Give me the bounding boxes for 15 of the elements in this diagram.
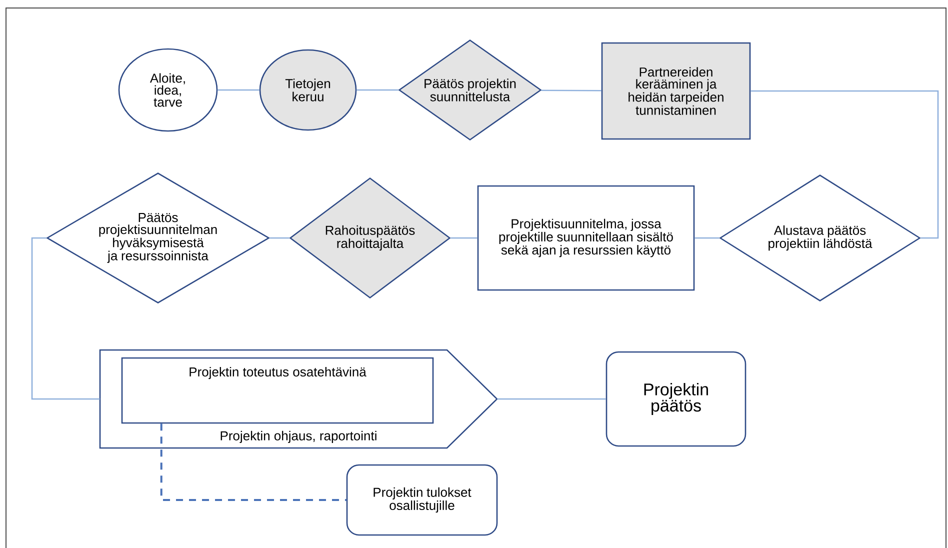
process-box: Partnereiden kerääminen ja heidän tarpeiden tunnistaminen [601, 42, 751, 140]
connector-line [31, 237, 100, 400]
process-box: Projektisuunnitelma, jossa projektille suunnitellaan sisältö sekä ajan ja resurssien käyttö [477, 185, 695, 291]
connector-line [160, 424, 346, 501]
connector-line [750, 90, 939, 239]
connector-line [541, 90, 602, 92]
connector-line [497, 398, 606, 400]
process-box: Projektin toteutus osatehtävinä [121, 357, 434, 424]
output-box: Projektin tulokset osallistujille [346, 464, 498, 536]
connector-line [356, 89, 398, 91]
connector-line [694, 237, 720, 239]
connector-line [218, 89, 260, 91]
connector-line [270, 237, 290, 239]
connector-line [450, 237, 478, 239]
end-box: Projektin päätös [606, 351, 746, 447]
